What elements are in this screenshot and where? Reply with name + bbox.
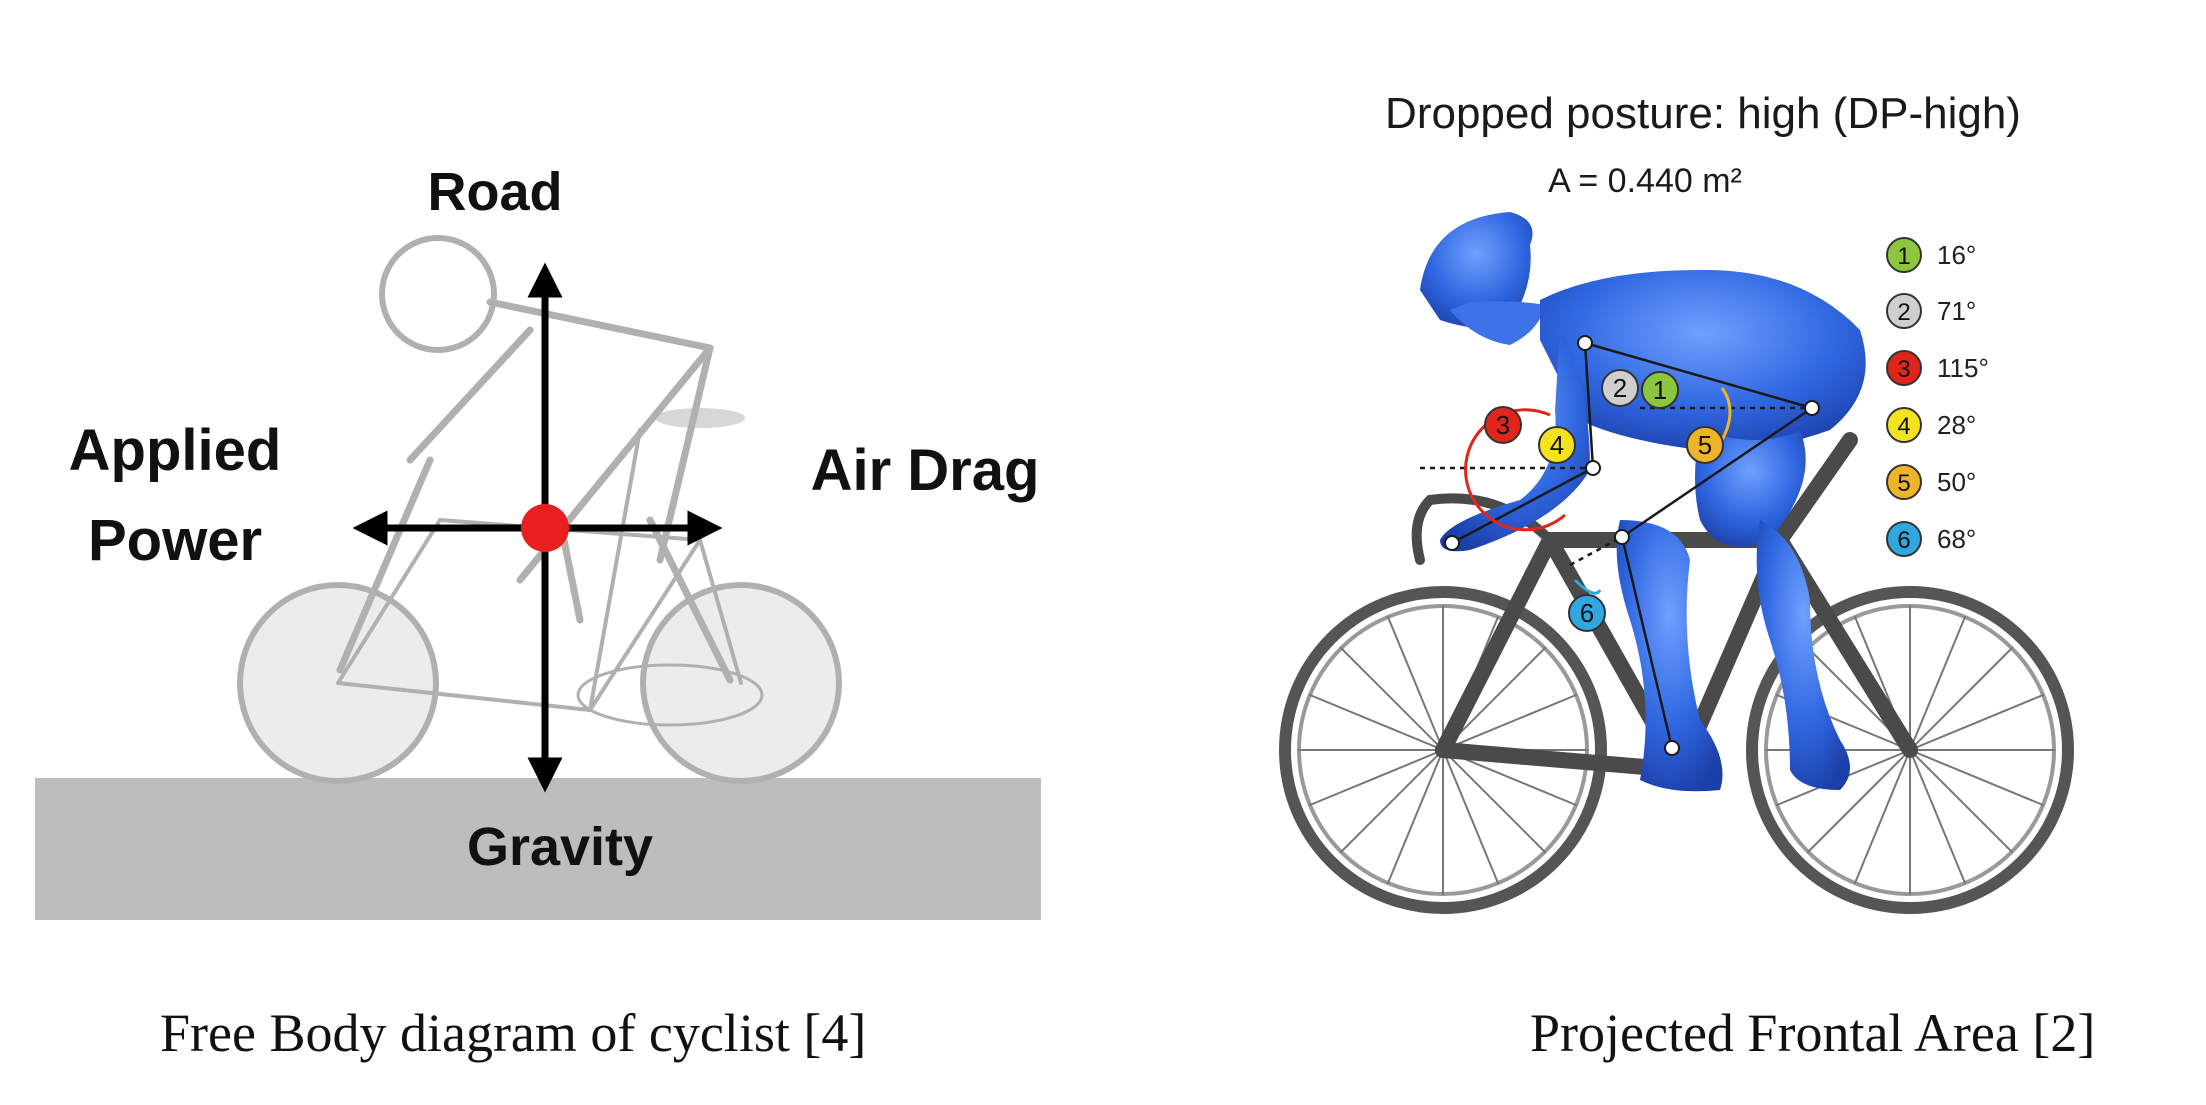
legend-item-3: 3 115°: [1886, 350, 1989, 386]
posture-title: Dropped posture: high (DP-high): [1385, 89, 2021, 138]
svg-text:5: 5: [1897, 470, 1910, 497]
svg-text:3: 3: [1496, 410, 1510, 440]
skeleton-joints: [1444, 335, 1820, 756]
rider-helmet: [1420, 212, 1533, 330]
rider-arm: [1440, 330, 1590, 552]
legend-item-2: 2 71°: [1886, 293, 1976, 329]
applied-label-line1: Applied: [69, 418, 282, 483]
right-caption: Projected Frontal Area [2]: [1530, 1003, 2096, 1063]
frontal-area-value: A = 0.440 m²: [1548, 162, 1742, 200]
svg-text:3: 3: [1897, 356, 1910, 383]
svg-text:4: 4: [1897, 413, 1910, 440]
svg-text:2: 2: [1613, 373, 1627, 403]
legend-item-5: 5 50°: [1886, 464, 1976, 500]
rider-leg: [1616, 520, 1723, 792]
svg-text:5: 5: [1698, 430, 1712, 460]
svg-text:71°: 71°: [1937, 296, 1976, 326]
svg-text:28°: 28°: [1937, 410, 1976, 440]
rider-torso: [1540, 269, 1866, 451]
legend-item-6: 6 68°: [1886, 521, 1976, 557]
applied-label-line2: Power: [88, 508, 262, 573]
angle-legend: 1 16° 2 71° 3 115° 4 28° 5 50°: [1886, 237, 1989, 557]
svg-text:68°: 68°: [1937, 524, 1976, 554]
rider-rear-leg: [1756, 520, 1850, 790]
left-caption: Free Body diagram of cyclist [4]: [160, 1003, 867, 1063]
legend-item-4: 4 28°: [1886, 407, 1976, 443]
svg-text:4: 4: [1550, 430, 1564, 460]
road-ground: [35, 778, 1041, 920]
frontal-area-figure: Dropped posture: high (DP-high) A = 0.44…: [1279, 89, 2074, 914]
svg-text:6: 6: [1580, 598, 1594, 628]
svg-text:1: 1: [1653, 375, 1667, 405]
legend-item-1: 1 16°: [1886, 237, 1976, 273]
angle-bubbles-on-figure: 2 1 3 4 5 6: [1484, 369, 1724, 632]
road-label: Road: [428, 162, 563, 222]
rider-head: [379, 235, 497, 353]
posture-skeleton: [1420, 341, 1813, 749]
center-of-mass-dot: [521, 504, 569, 552]
rider-thigh: [1695, 430, 1806, 547]
svg-text:1: 1: [1897, 243, 1910, 270]
rider-head-face: [1450, 301, 1545, 345]
svg-text:6: 6: [1897, 527, 1910, 554]
gravity-label: Gravity: [467, 817, 653, 877]
free-body-diagram: Road Applied Power Air Drag Gravity: [35, 162, 1041, 920]
air-drag-label: Air Drag: [811, 438, 1040, 503]
svg-text:16°: 16°: [1937, 240, 1976, 270]
svg-text:115°: 115°: [1937, 353, 1989, 383]
svg-text:50°: 50°: [1937, 467, 1976, 497]
svg-text:2: 2: [1897, 299, 1910, 326]
